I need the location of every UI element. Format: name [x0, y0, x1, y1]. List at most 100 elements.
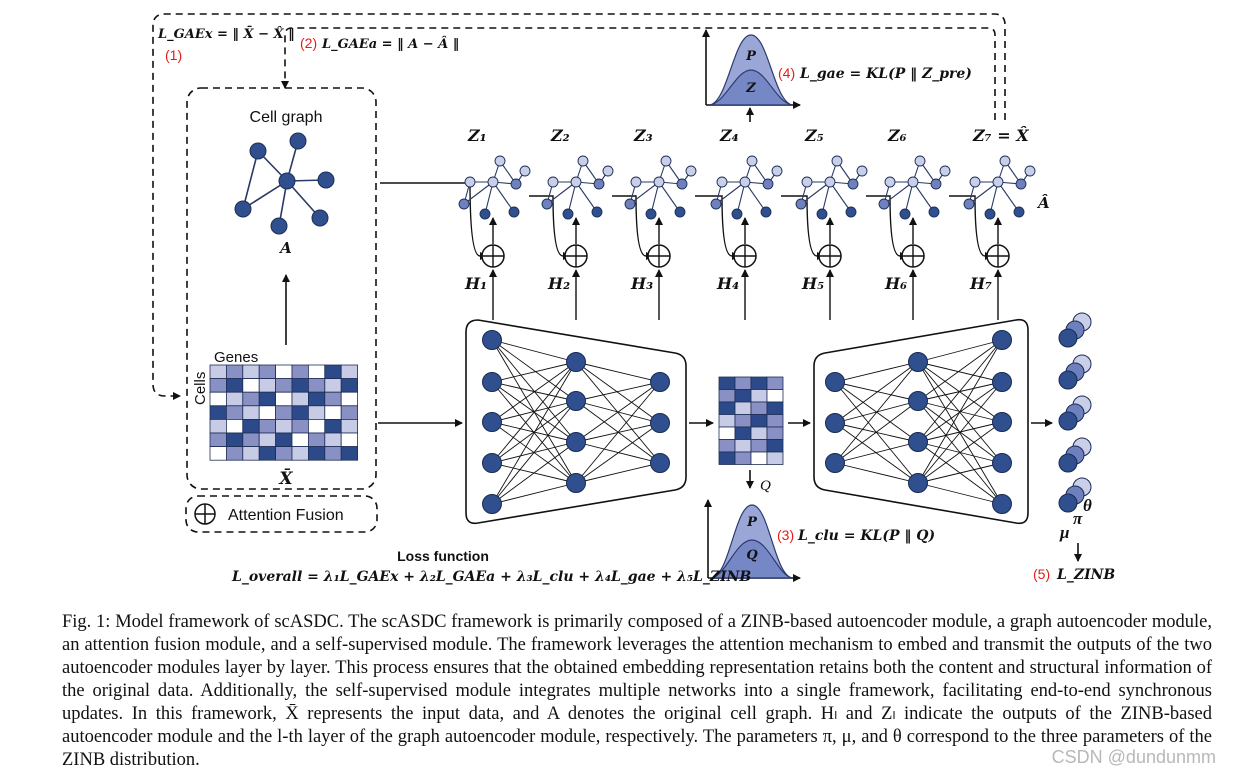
latent-cell [750, 389, 768, 403]
dist3-q-label: Q [746, 548, 758, 563]
matrix-cell [324, 418, 342, 434]
net-edge [491, 400, 577, 464]
stage-graph-node [1013, 206, 1025, 218]
net-edge [917, 482, 1003, 505]
stage-graph-node [494, 155, 506, 167]
matrix-cell [324, 432, 342, 448]
matrix-cell [307, 364, 326, 380]
latent-cell [718, 426, 736, 440]
matrix-cell [258, 378, 277, 393]
stage-graph-node [1024, 165, 1036, 177]
latent-cell [718, 389, 736, 403]
cell-graph-title: Cell graph [250, 109, 323, 126]
matrix-cell [340, 378, 359, 393]
net-edge [917, 339, 1003, 402]
latent-matrix [718, 376, 784, 465]
net-edge [834, 422, 919, 484]
theta-label: θ [1083, 496, 1092, 515]
stage-graph-node [685, 165, 697, 177]
matrix-cell [242, 378, 260, 393]
net-edge [575, 422, 661, 484]
neuron [908, 352, 928, 372]
net-edge [834, 361, 919, 383]
neuron [482, 453, 502, 473]
stage-graph-node [510, 178, 522, 190]
stage-graph-node [716, 176, 728, 188]
matrix-cell [324, 405, 342, 420]
neuron [482, 412, 502, 432]
stage-connector [695, 195, 733, 257]
loss2-equation: L_GAEa = ‖ A − Â ‖ [321, 36, 459, 52]
stage-graph-node [884, 176, 896, 188]
stage-graph-node [577, 155, 589, 167]
net-edge [834, 381, 919, 402]
latent-cell [734, 426, 752, 440]
matrix-cell [242, 432, 260, 448]
matrix-cell [225, 446, 244, 461]
graph-node [234, 200, 252, 218]
matrix-cell [340, 391, 359, 407]
stage-graph-node [878, 198, 890, 210]
stage-graph-node [464, 176, 476, 188]
latent-cell [734, 451, 752, 465]
loss4-equation: L_gae = KL(P ‖ Z_pre) [799, 66, 972, 82]
stage-graph-node [624, 198, 636, 210]
matrix-cell [275, 391, 293, 407]
latent-cell [750, 401, 768, 415]
neuron [566, 432, 586, 452]
matrix-cell [209, 378, 227, 393]
watermark: CSDN @dundunmm [1051, 747, 1216, 767]
net-edge [834, 361, 919, 424]
zinb-node [1058, 453, 1078, 473]
stage-graph-node [939, 165, 951, 177]
net-edge [491, 400, 577, 423]
neuron [992, 412, 1012, 432]
stage-graph-node [487, 176, 499, 188]
z-label: Z₇ = X̂ [972, 126, 1029, 145]
net-edge [917, 339, 1003, 443]
graph-node [317, 171, 335, 189]
matrix-cell [209, 391, 227, 407]
loss5-number: (5) [1033, 566, 1050, 582]
latent-cell [734, 414, 752, 428]
latent-cell [718, 451, 736, 465]
stage-graph-node [710, 198, 722, 210]
stage-graph-node [824, 176, 836, 188]
zinb-node [1058, 328, 1078, 348]
z-label: Z₄ [719, 126, 739, 145]
matrix-cell [291, 378, 309, 393]
loss1-feedback-path [152, 13, 1006, 400]
stage-graph-node [771, 165, 783, 177]
matrix-cell [225, 378, 244, 393]
stage-graph-node [653, 176, 665, 188]
matrix-cell [242, 405, 260, 420]
matrix-cell [225, 418, 244, 434]
matrix-cell [291, 418, 309, 434]
matrix-cell [209, 432, 227, 448]
stage-graph-node [645, 208, 657, 220]
zinb-node [1058, 411, 1078, 431]
dist3-p-label: P [746, 515, 758, 530]
neuron [650, 372, 670, 392]
stage-graph-node [674, 206, 686, 218]
h-label: H₅ [801, 274, 824, 293]
latent-cell [734, 439, 752, 453]
matrix-cell [258, 432, 277, 448]
neuron [566, 473, 586, 493]
stage-graph-node [831, 155, 843, 167]
neuron [992, 330, 1012, 350]
stage-connector [612, 195, 647, 257]
matrix-cell [340, 446, 359, 461]
net-edge [491, 361, 577, 505]
stage-graph-node [508, 206, 520, 218]
h-label: H₄ [716, 274, 739, 293]
latent-cell [718, 414, 736, 428]
zinb-node [1058, 493, 1078, 513]
stage-graph-node [801, 176, 813, 188]
matrix-cell [225, 364, 244, 380]
loss2-feedback-path [281, 27, 996, 120]
latent-cell [766, 401, 784, 415]
matrix-cell [275, 446, 293, 461]
latent-cell [766, 451, 784, 465]
